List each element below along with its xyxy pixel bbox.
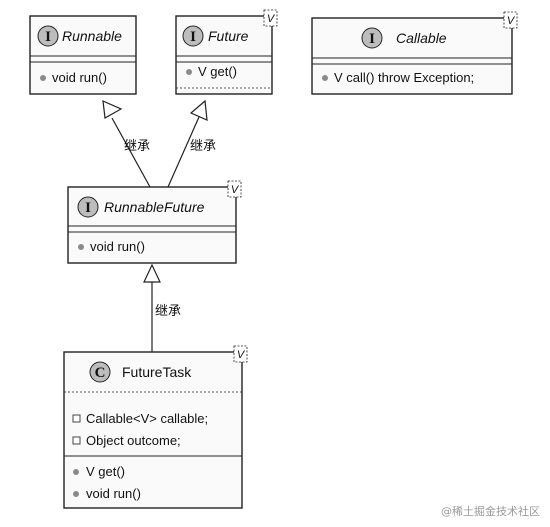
badge-letter: C xyxy=(95,365,106,381)
generic-param-callable: V xyxy=(507,15,516,27)
method-futuretask-run: void run() xyxy=(86,486,141,501)
class-name-futuretask: FutureTask xyxy=(122,364,192,380)
relation-label-runnable: 继承 xyxy=(124,139,150,154)
generic-param-box xyxy=(263,9,278,27)
badge-letter: I xyxy=(85,200,91,216)
method-dot-icon xyxy=(73,469,79,475)
field-outcome: Object outcome; xyxy=(86,433,181,448)
generic-param-future: V xyxy=(267,13,276,25)
class-box-callable: I Callable V V call() throw Exception; xyxy=(311,11,518,95)
inheritance-runnablefuture-to-futuretask xyxy=(143,263,161,352)
generic-param-runnablefuture: V xyxy=(231,184,240,196)
class-name-callable: Callable xyxy=(396,30,447,46)
inheritance-future-to-runnablefuture xyxy=(167,99,208,188)
method-runnable-run: void run() xyxy=(52,70,107,85)
inheritance-runnable-to-runnablefuture xyxy=(102,100,151,188)
relation-label-futuretask: 继承 xyxy=(155,304,181,319)
method-dot-icon xyxy=(40,75,46,81)
badge-letter: I xyxy=(45,29,51,45)
method-future-get: V get() xyxy=(198,64,237,79)
watermark: @稀土掘金技术社区 xyxy=(441,504,540,518)
class-box-runnablefuture: I RunnableFuture V void run() xyxy=(67,180,242,264)
method-dot-icon xyxy=(78,244,84,250)
interface-badge-icon xyxy=(37,25,59,47)
relation-label-future: 继承 xyxy=(190,139,216,154)
interface-badge-icon xyxy=(182,25,204,47)
generic-param-futuretask: V xyxy=(237,349,246,361)
class-name-runnable: Runnable xyxy=(62,28,122,44)
method-runnablefuture-run: void run() xyxy=(90,239,145,254)
class-box-futuretask: C FutureTask V Callable<V> callable; Obj… xyxy=(63,345,248,509)
field-private-icon xyxy=(72,436,81,445)
field-callable: Callable<V> callable; xyxy=(86,411,208,426)
class-box-runnable: I Runnable void run() xyxy=(29,15,137,95)
generic-param-box xyxy=(503,11,518,29)
class-badge-icon xyxy=(89,361,111,383)
interface-badge-icon xyxy=(361,27,383,49)
method-callable-call: V call() throw Exception; xyxy=(334,70,474,85)
method-dot-icon xyxy=(322,75,328,81)
badge-letter: I xyxy=(190,29,196,45)
field-private-icon xyxy=(72,414,81,423)
method-dot-icon xyxy=(73,491,79,497)
generic-param-box xyxy=(233,345,248,363)
method-futuretask-get: V get() xyxy=(86,464,125,479)
class-box-future: I Future V V get() xyxy=(175,9,278,95)
interface-badge-icon xyxy=(77,196,99,218)
class-name-future: Future xyxy=(208,28,249,44)
badge-letter: I xyxy=(369,31,375,47)
class-name-runnablefuture: RunnableFuture xyxy=(104,199,205,215)
method-dot-icon xyxy=(186,69,192,75)
generic-param-box xyxy=(227,180,242,198)
